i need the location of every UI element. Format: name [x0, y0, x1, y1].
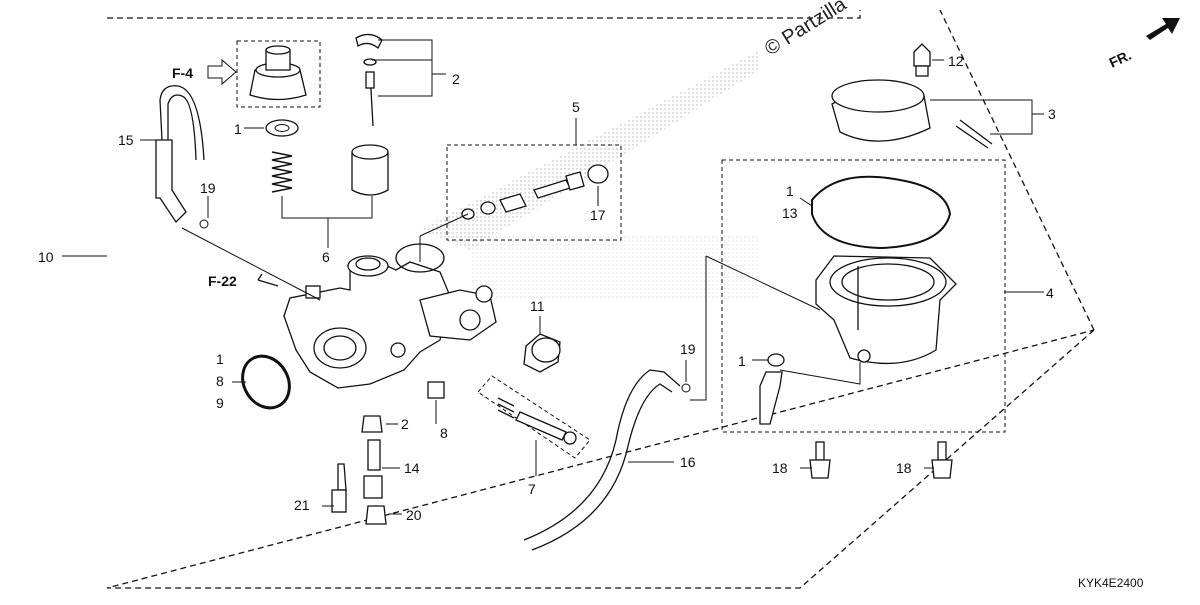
callout-number: 6 [322, 249, 330, 265]
cap-part [249, 45, 307, 101]
watermark-text: © Partzilla [761, 0, 851, 60]
callout-number: 18 [896, 460, 912, 476]
ref-label-f4: F-4 [172, 65, 193, 81]
callout-number: 18 [772, 460, 788, 476]
callout-number: 8 [440, 425, 448, 441]
callout-number: 21 [294, 497, 310, 513]
cap-11-part [523, 333, 561, 373]
jet-kit-part [461, 164, 609, 220]
long-hose-part [523, 369, 681, 551]
callout-number: 19 [680, 341, 696, 357]
callout-number: 7 [528, 481, 536, 497]
callout-number: 4 [1046, 285, 1054, 301]
jet-kit-box [446, 144, 622, 241]
callout-number: 14 [404, 460, 420, 476]
ref-label-f22: F-22 [208, 273, 237, 289]
callout-number: 17 [590, 207, 606, 223]
carburetor-body-part [283, 243, 497, 389]
callout-number: 9 [216, 395, 224, 411]
spring-part [271, 151, 293, 193]
f22-arrow-icon [257, 273, 279, 287]
callout-number: 1 [234, 121, 242, 137]
washer-b-part [767, 353, 785, 367]
washer-hole [274, 124, 290, 132]
screw-12-part [913, 43, 931, 77]
callout-number: 19 [200, 180, 216, 196]
bolt-part [809, 441, 953, 479]
clip-part [199, 219, 209, 229]
fr-arrow-icon [1146, 18, 1180, 40]
jet-stack-part [331, 415, 387, 525]
nut-part [427, 381, 445, 399]
cap-box [236, 40, 321, 108]
diagram-code: KYK4E2400 [1078, 576, 1144, 590]
callout-number: 12 [948, 53, 964, 69]
screw-set-part [497, 397, 577, 445]
f4-arrow-icon [207, 58, 237, 86]
hose-lower-part [155, 139, 187, 224]
assembly-boundary [106, 10, 1095, 589]
clip-19b-part [681, 383, 691, 393]
callout-number: 10 [38, 249, 54, 265]
needle-part [355, 33, 383, 127]
callout-number: 2 [452, 71, 460, 87]
callout-number: 1 [216, 351, 224, 367]
float-chamber-box [721, 159, 1006, 433]
screw-set-box [477, 375, 591, 459]
cover-part [831, 79, 993, 149]
callout-number: 3 [1048, 106, 1056, 122]
callout-number: 1 [738, 353, 746, 369]
callout-number: 20 [406, 507, 422, 523]
callout-number: 11 [530, 298, 545, 314]
drain-screw-part [759, 371, 783, 425]
callout-number: 13 [782, 205, 798, 221]
callout-number: 2 [401, 416, 409, 432]
hose-part [159, 85, 205, 161]
callout-number: 1 [786, 183, 794, 199]
callout-number: 16 [680, 454, 696, 470]
o-ring-part [241, 354, 291, 410]
callout-number: 15 [118, 132, 134, 148]
callout-numbers: 1232115196517101134111892814212071619118… [38, 53, 1056, 523]
direction-label: FR. [1107, 47, 1134, 71]
callout-number: 8 [216, 373, 224, 389]
gasket-part [811, 175, 952, 250]
float-chamber-part [815, 255, 957, 365]
piston-valve-part [351, 144, 389, 196]
watermark-stipple-2 [470, 235, 760, 300]
leader-lines [62, 39, 1044, 515]
assembly-boundary-right [939, 9, 1095, 331]
callout-number: 5 [572, 99, 580, 115]
